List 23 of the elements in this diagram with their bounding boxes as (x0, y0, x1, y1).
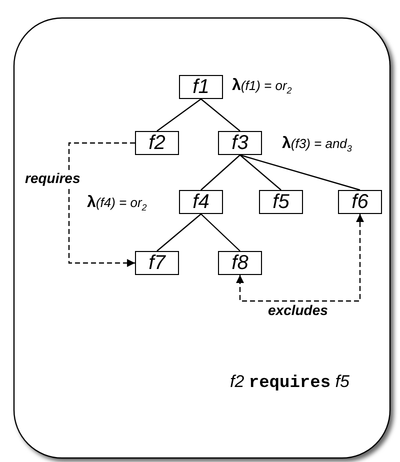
feature-box: f2 (135, 131, 179, 155)
arrow (236, 214, 364, 302)
feature-box: f4 (179, 190, 223, 214)
arrow (68, 142, 135, 267)
feature-box: f6 (338, 190, 382, 214)
connector-line (200, 154, 240, 190)
connector-line (240, 154, 282, 190)
constraint-note: f2 requires f5 (230, 372, 350, 394)
feature-box: f7 (135, 251, 179, 275)
connector-line (156, 214, 202, 252)
feature-box: f3 (218, 131, 262, 155)
annotation-text: λ(f1) = or$_{2}$ (232, 76, 292, 96)
annotation-text: λ(f4) = or$_{2}$ (87, 193, 147, 214)
connector-line (156, 98, 202, 132)
edge-label: requires (25, 171, 80, 186)
connector-line (240, 154, 360, 191)
feature-box: f1 (179, 75, 223, 99)
feature-box: f5 (259, 190, 303, 214)
feature-box: f8 (218, 251, 262, 275)
annotation-text: λ(f3) = and$_{3}$ (282, 134, 352, 154)
edge-label: excludes (268, 303, 328, 318)
connector-line (200, 98, 240, 132)
connector-line (200, 214, 240, 252)
